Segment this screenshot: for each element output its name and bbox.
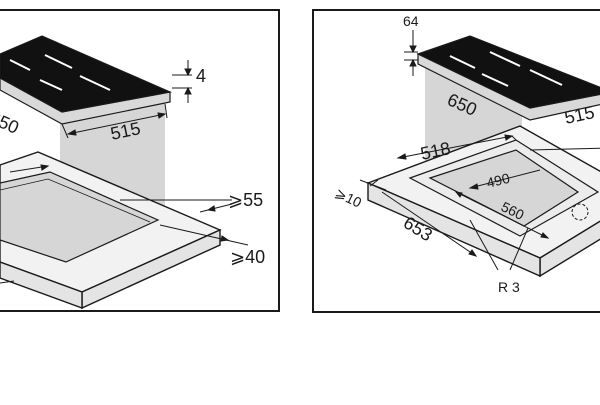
right-zone-mark [449, 55, 476, 69]
right-dim-radius: R 3 [498, 279, 520, 295]
left-hob [0, 35, 173, 125]
left-zone-mark [39, 79, 63, 91]
right-hob-glass [416, 35, 600, 109]
left-projection-shade [60, 98, 165, 222]
left-hob-glass [0, 35, 173, 113]
left-dim-rear-clearance: ⩾55 [228, 190, 263, 210]
left-zone-mark [79, 75, 111, 91]
left-dim-front-clearance: ⩾40 [230, 247, 265, 267]
right-zone-mark [529, 69, 563, 86]
right-dimension-lines [359, 30, 600, 271]
right-panel: 64 650 515 518 ⩾10 653 490 560 R 3 [312, 9, 600, 313]
right-dim-frame-height: 64 [403, 13, 419, 29]
right-zone-mark [489, 51, 521, 67]
left-cutout [0, 171, 160, 263]
left-panel: 4 515 650 0 ⩾55 ⩾40 [0, 9, 280, 312]
left-dimension-lines [0, 60, 249, 284]
left-worktop [0, 151, 222, 310]
right-worktop [366, 125, 600, 278]
right-dim-inner-width: 490 [485, 170, 512, 191]
left-cutout-inner-edge [0, 178, 151, 223]
right-zone-mark [481, 73, 509, 87]
right-corner-detail [571, 203, 589, 221]
left-zone-mark [9, 59, 31, 71]
left-dim-thickness: 4 [196, 66, 206, 86]
right-hob [416, 35, 600, 121]
right-worktop-left [367, 181, 541, 278]
left-worktop-side [0, 261, 83, 310]
left-zone-mark [44, 54, 73, 69]
